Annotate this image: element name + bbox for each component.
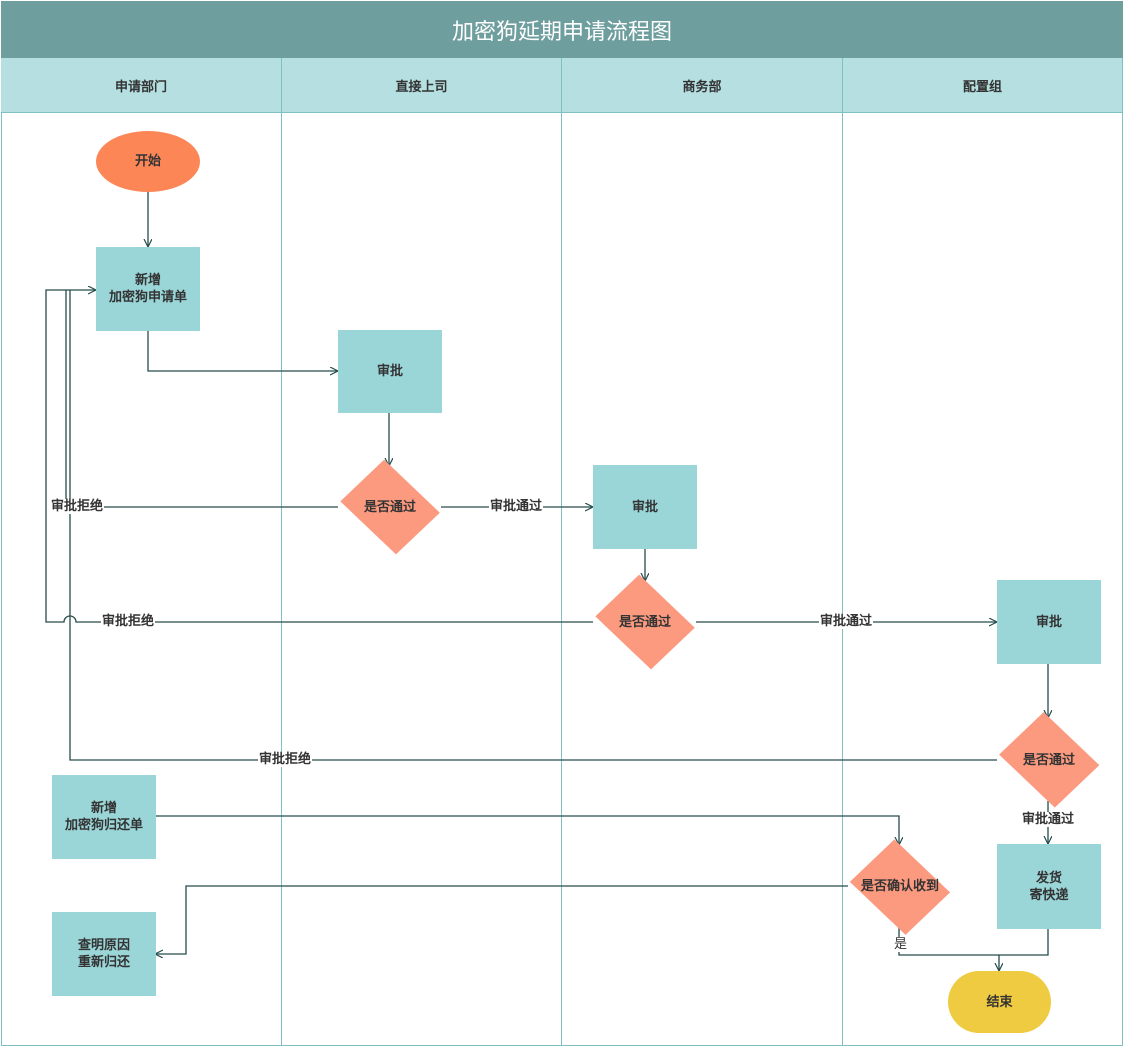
lane-divider	[281, 113, 282, 1046]
lane-divider	[561, 113, 562, 1046]
lane-header-business: 商务部	[562, 58, 843, 113]
edge-reject3	[69, 290, 997, 761]
lane-header-supervisor: 直接上司	[282, 58, 562, 113]
new-apply-node[interactable]: 新增 加密狗申请单	[96, 247, 200, 331]
end-node[interactable]: 结束	[948, 971, 1051, 1033]
investigate-node[interactable]: 查明原因 重新归还	[52, 912, 156, 996]
decision-supervisor-node[interactable]: 是否通过	[338, 466, 442, 548]
lane-divider	[842, 113, 843, 1046]
edge-return-to-confirm	[155, 815, 899, 845]
label-reject-business: 审批拒绝	[101, 614, 156, 629]
label-reject-config: 审批拒绝	[258, 752, 313, 767]
decision-config-node[interactable]: 是否通过	[997, 718, 1101, 802]
diagram-title: 加密狗延期申请流程图	[1, 1, 1123, 58]
edge-apply-to-boss	[147, 331, 338, 371]
edge-confirm-yes	[898, 927, 1049, 956]
edge-reject2	[45, 290, 593, 623]
label-pass-supervisor: 审批通过	[489, 499, 544, 514]
label-reject-supervisor: 审批拒绝	[50, 499, 105, 514]
new-return-node[interactable]: 新增 加密狗归还单	[52, 775, 156, 859]
lane-divider	[1122, 113, 1123, 1046]
decision-business-node[interactable]: 是否通过	[593, 581, 697, 663]
lane-divider	[1, 113, 2, 1046]
lane-header-config: 配置组	[843, 58, 1123, 113]
label-yes: 是	[893, 937, 909, 952]
lane-header-applicant: 申请部门	[1, 58, 282, 113]
approve-supervisor-node[interactable]: 审批	[338, 330, 442, 413]
label-pass-business: 审批通过	[819, 614, 874, 629]
label-pass-config: 审批通过	[1021, 812, 1076, 827]
start-node[interactable]: 开始	[96, 131, 200, 192]
approve-business-node[interactable]: 审批	[593, 465, 697, 549]
ship-node[interactable]: 发货 寄快递	[997, 844, 1101, 929]
decision-confirm-node[interactable]: 是否确认收到	[848, 845, 952, 928]
edge-confirm-no	[155, 885, 848, 954]
approve-config-node[interactable]: 审批	[997, 580, 1101, 664]
